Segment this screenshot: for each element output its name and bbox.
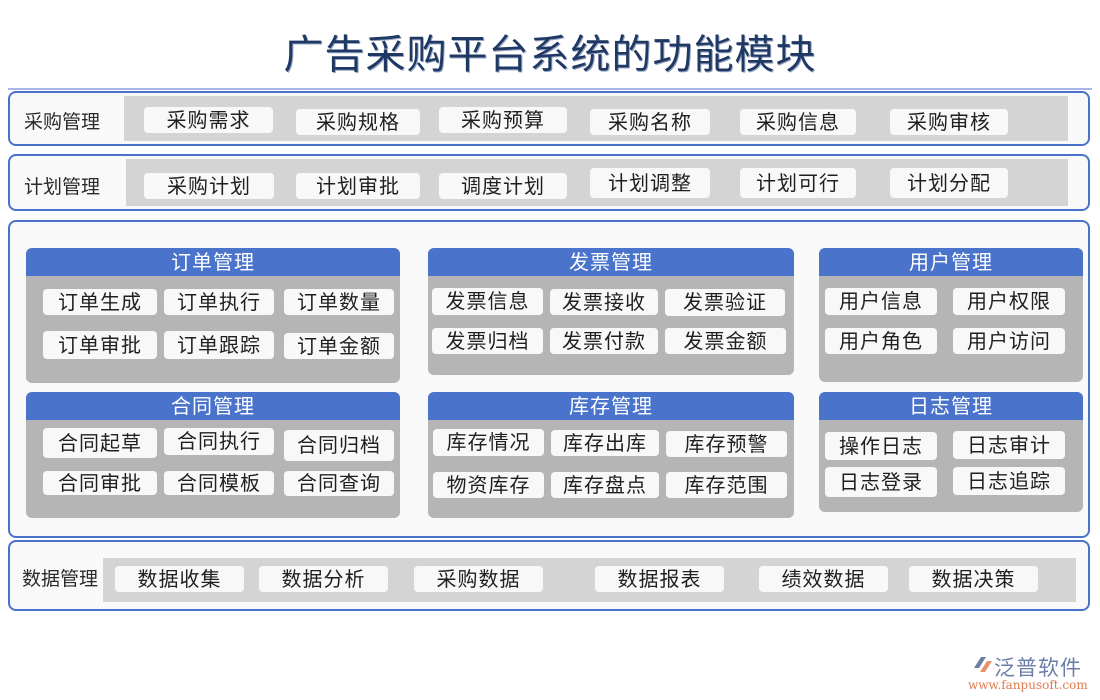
chip-contract-execute[interactable]: 合同执行 [164, 428, 274, 455]
chip-log-login[interactable]: 日志登录 [825, 467, 937, 497]
chip-planning-feasible[interactable]: 计划可行 [740, 168, 856, 198]
chip-invoice-payment[interactable]: 发票付款 [550, 328, 658, 354]
group-inventory-title: 库存管理 [428, 392, 794, 420]
chip-procurement-name[interactable]: 采购名称 [590, 109, 710, 135]
chip-data-report[interactable]: 数据报表 [595, 566, 724, 592]
group-invoice-title: 发票管理 [428, 248, 794, 276]
planning-panel: 计划管理 采购计划 计划审批 调度计划 计划调整 计划可行 计划分配 [8, 154, 1090, 211]
chip-planning-adjust[interactable]: 计划调整 [590, 168, 710, 198]
chip-log-operation[interactable]: 操作日志 [825, 432, 937, 460]
procurement-label: 采购管理 [24, 111, 101, 133]
chip-procurement-review[interactable]: 采购审核 [890, 109, 1008, 135]
data-track: 数据收集 数据分析 采购数据 数据报表 绩效数据 数据决策 [103, 558, 1076, 602]
chip-invoice-receive[interactable]: 发票接收 [550, 289, 658, 315]
chip-planning-allocate[interactable]: 计划分配 [890, 168, 1008, 198]
chip-data-collect[interactable]: 数据收集 [115, 566, 244, 592]
chip-inventory-stocktake[interactable]: 库存盘点 [551, 472, 659, 498]
chip-order-amount[interactable]: 订单金额 [284, 333, 394, 359]
chip-procurement-demand[interactable]: 采购需求 [144, 107, 273, 133]
planning-track: 采购计划 计划审批 调度计划 计划调整 计划可行 计划分配 [126, 159, 1068, 206]
chip-data-performance[interactable]: 绩效数据 [759, 566, 888, 592]
chip-planning-approval[interactable]: 计划审批 [296, 173, 420, 199]
data-panel: 数据管理 数据收集 数据分析 采购数据 数据报表 绩效数据 数据决策 [8, 540, 1090, 611]
modules-panel: 订单管理 订单生成 订单执行 订单数量 订单审批 订单跟踪 订单金额 发票管理 … [8, 220, 1090, 538]
chip-inventory-outbound[interactable]: 库存出库 [551, 430, 659, 456]
chip-data-procurement[interactable]: 采购数据 [414, 566, 543, 592]
title-divider [8, 88, 1092, 90]
chip-procurement-info[interactable]: 采购信息 [740, 109, 856, 135]
brand-name: 泛普软件 [994, 656, 1082, 680]
chip-inventory-materials[interactable]: 物资库存 [433, 472, 544, 498]
procurement-panel: 采购管理 采购需求 采购规格 采购预算 采购名称 采购信息 采购审核 [8, 91, 1090, 146]
chip-user-role[interactable]: 用户角色 [825, 328, 937, 354]
group-invoice: 发票管理 发票信息 发票接收 发票验证 发票归档 发票付款 发票金额 [428, 248, 794, 375]
group-inventory: 库存管理 库存情况 库存出库 库存预警 物资库存 库存盘点 库存范围 [428, 392, 794, 518]
chip-procurement-spec[interactable]: 采购规格 [296, 109, 420, 135]
chip-planning-schedule[interactable]: 调度计划 [439, 173, 567, 199]
group-order: 订单管理 订单生成 订单执行 订单数量 订单审批 订单跟踪 订单金额 [26, 248, 400, 383]
group-log-title: 日志管理 [819, 392, 1083, 420]
chip-planning-procurement-plan[interactable]: 采购计划 [144, 173, 274, 199]
procurement-track: 采购需求 采购规格 采购预算 采购名称 采购信息 采购审核 [124, 96, 1068, 141]
chip-data-decision[interactable]: 数据决策 [909, 566, 1038, 592]
brand-url: www.fanpusoft.com [968, 678, 1088, 692]
chip-inventory-range[interactable]: 库存范围 [666, 472, 787, 498]
chip-order-approve[interactable]: 订单审批 [43, 331, 157, 359]
group-contract: 合同管理 合同起草 合同执行 合同归档 合同审批 合同模板 合同查询 [26, 392, 400, 518]
fanpu-logo-icon [974, 657, 992, 672]
chip-procurement-budget[interactable]: 采购预算 [439, 107, 567, 133]
chip-order-execute[interactable]: 订单执行 [164, 289, 274, 315]
chip-contract-query[interactable]: 合同查询 [284, 471, 394, 496]
group-log: 日志管理 操作日志 日志审计 日志登录 日志追踪 [819, 392, 1083, 512]
chip-contract-archive[interactable]: 合同归档 [284, 430, 394, 461]
chip-contract-approve[interactable]: 合同审批 [43, 471, 157, 495]
group-order-title: 订单管理 [26, 248, 400, 276]
chip-contract-draft[interactable]: 合同起草 [43, 428, 157, 458]
chip-invoice-info[interactable]: 发票信息 [432, 288, 543, 315]
page-title: 广告采购平台系统的功能模块 [283, 32, 817, 78]
chip-order-quantity[interactable]: 订单数量 [284, 289, 394, 315]
brand-watermark: 泛普软件 www.fanpusoft.com [968, 652, 1098, 696]
chip-order-generate[interactable]: 订单生成 [43, 289, 157, 315]
chip-user-access[interactable]: 用户访问 [953, 328, 1065, 354]
chip-order-track[interactable]: 订单跟踪 [164, 331, 274, 359]
group-user: 用户管理 用户信息 用户权限 用户角色 用户访问 [819, 248, 1083, 382]
chip-contract-template[interactable]: 合同模板 [164, 471, 274, 495]
chip-inventory-status[interactable]: 库存情况 [433, 429, 544, 456]
chip-invoice-archive[interactable]: 发票归档 [432, 328, 543, 354]
chip-log-audit[interactable]: 日志审计 [953, 431, 1065, 459]
chip-invoice-verify[interactable]: 发票验证 [665, 289, 785, 316]
chip-data-analysis[interactable]: 数据分析 [259, 566, 388, 592]
planning-label: 计划管理 [24, 176, 101, 198]
group-contract-title: 合同管理 [26, 392, 400, 420]
chip-invoice-amount[interactable]: 发票金额 [665, 328, 786, 354]
chip-user-permission[interactable]: 用户权限 [953, 288, 1065, 315]
data-label: 数据管理 [22, 568, 99, 590]
chip-log-trace[interactable]: 日志追踪 [953, 467, 1065, 495]
chip-user-info[interactable]: 用户信息 [825, 288, 937, 315]
chip-inventory-alert[interactable]: 库存预警 [666, 431, 787, 457]
group-user-title: 用户管理 [819, 248, 1083, 276]
